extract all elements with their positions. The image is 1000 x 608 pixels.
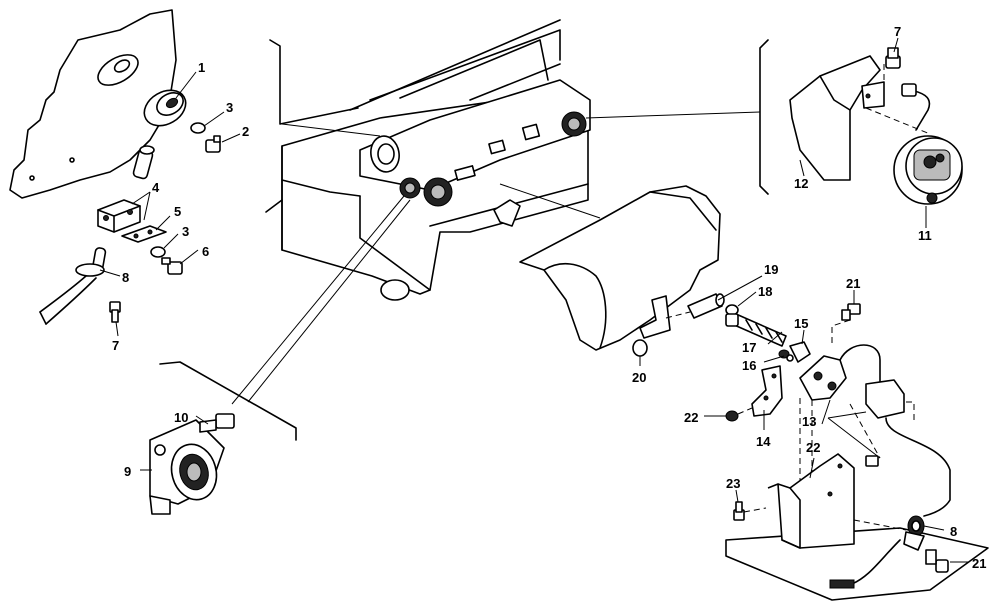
callout-3-top: 3 bbox=[226, 100, 233, 115]
leader-body-sensor-b bbox=[247, 199, 411, 403]
part-1-pulley bbox=[143, 89, 187, 127]
part-4-block bbox=[97, 199, 141, 233]
part-21-bolt-mid bbox=[865, 455, 879, 467]
callout-21-top: 21 bbox=[846, 276, 860, 291]
callout-17: 17 bbox=[742, 340, 756, 355]
dash-top-bolt bbox=[831, 319, 851, 344]
flexible-cover bbox=[519, 185, 721, 351]
frame-bracket-right bbox=[759, 39, 769, 195]
callout-18: 18 bbox=[758, 284, 772, 299]
part-21-bolt-bottom bbox=[925, 549, 949, 573]
callout-22-mid: 22 bbox=[806, 440, 820, 455]
part-12-cover bbox=[789, 55, 885, 181]
dash-cover-alarm bbox=[865, 107, 931, 135]
part-8-clamp-right bbox=[903, 515, 925, 551]
dash-clamp bbox=[853, 519, 907, 531]
part-13-switch bbox=[799, 344, 951, 517]
callout-6: 6 bbox=[202, 244, 209, 259]
callout-5: 5 bbox=[174, 204, 181, 219]
callout-2: 2 bbox=[242, 124, 249, 139]
part-3-washer-2 bbox=[150, 246, 166, 258]
callout-19: 19 bbox=[764, 262, 778, 277]
callout-7-top: 7 bbox=[894, 24, 901, 39]
engine-plate bbox=[9, 9, 177, 199]
dash-base-bolt bbox=[743, 507, 767, 513]
callout-15: 15 bbox=[794, 316, 808, 331]
part-5-plate bbox=[121, 225, 167, 243]
callout-labels: 1 3 2 4 5 3 6 8 7 10 9 7 12 11 19 18 21 … bbox=[112, 24, 986, 571]
callout-13: 13 bbox=[802, 414, 816, 429]
part-11-alarm bbox=[893, 83, 963, 205]
leader-body-cover bbox=[499, 183, 601, 219]
part-7-bolt-top bbox=[885, 47, 901, 69]
part-22-nut-a bbox=[725, 410, 739, 422]
callout-23: 23 bbox=[726, 476, 740, 491]
callout-8-left: 8 bbox=[122, 270, 129, 285]
callout-leaders bbox=[99, 37, 968, 563]
part-7-bolt-left bbox=[109, 301, 121, 323]
leader-body-right bbox=[585, 111, 761, 119]
callout-21-bottom: 21 bbox=[972, 556, 986, 571]
frame-bracket-left bbox=[265, 199, 283, 213]
callout-22-left: 22 bbox=[684, 410, 698, 425]
callout-20: 20 bbox=[632, 370, 646, 385]
pin bbox=[132, 145, 155, 180]
part-17-bolt bbox=[725, 313, 787, 347]
part-19-pin bbox=[687, 293, 725, 319]
dash-switch-bracket bbox=[906, 401, 915, 420]
callout-12: 12 bbox=[794, 176, 808, 191]
callout-8-right: 8 bbox=[950, 524, 957, 539]
part-9-sensor bbox=[149, 419, 225, 515]
part-6-bolt bbox=[161, 257, 183, 275]
dash-pin bbox=[665, 311, 691, 319]
part-20-ring bbox=[632, 339, 648, 357]
part-8-clamp-left bbox=[39, 247, 107, 325]
callout-16: 16 bbox=[742, 358, 756, 373]
frame-bracket-top bbox=[269, 39, 359, 125]
part-15-fitting bbox=[789, 341, 811, 363]
callout-7-left: 7 bbox=[112, 338, 119, 353]
part-23-bolt bbox=[733, 501, 745, 521]
callout-1: 1 bbox=[198, 60, 205, 75]
part-14-bracket bbox=[751, 365, 783, 417]
machine-body bbox=[281, 19, 591, 301]
part-3-washer bbox=[190, 122, 206, 134]
callout-4: 4 bbox=[152, 180, 160, 195]
callout-14: 14 bbox=[756, 434, 771, 449]
callout-11: 11 bbox=[918, 228, 932, 243]
part-16-nut bbox=[778, 349, 794, 362]
callout-10: 10 bbox=[174, 410, 188, 425]
callout-9: 9 bbox=[124, 464, 131, 479]
cable-connector bbox=[829, 539, 901, 589]
dash-switch-mount bbox=[799, 398, 881, 480]
leader-body-sensor-a bbox=[231, 195, 405, 405]
dash-nut-a bbox=[737, 407, 753, 415]
part-10-bolt bbox=[199, 413, 235, 433]
callout-3-bottom: 3 bbox=[182, 224, 189, 239]
part-2-bolt bbox=[205, 135, 221, 153]
mounting-base bbox=[725, 453, 989, 601]
leader-body-top bbox=[281, 123, 381, 137]
part-21-bolt-top bbox=[841, 303, 861, 321]
sensor-frame bbox=[159, 361, 297, 441]
